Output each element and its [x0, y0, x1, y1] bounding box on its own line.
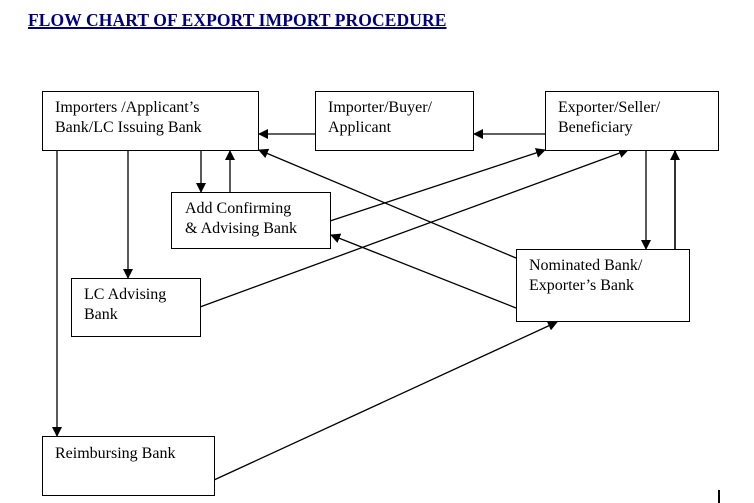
node-importer: Importer/Buyer/ Applicant [315, 91, 474, 151]
node-issuing-bank: Importers /Applicant’s Bank/LC Issuing B… [42, 91, 259, 151]
edge-reimbursing-to-nominated [213, 321, 558, 481]
node-lc-advising-bank-line2: Bank [84, 306, 118, 323]
node-reimbursing-bank-line1: Reimbursing Bank [55, 445, 176, 462]
node-exporter-line1: Exporter/Seller/ [558, 99, 661, 116]
text-cursor [718, 490, 720, 503]
node-confirming-bank: Add Confirming & Advising Bank [171, 192, 331, 249]
node-importer-line2: Applicant [328, 119, 392, 136]
node-nominated-bank-line1: Nominated Bank/ [529, 257, 643, 274]
edge-lc-advising-to-exporter [199, 148, 629, 308]
node-importer-line1: Importer/Buyer/ [328, 99, 432, 116]
edge-nominated-to-confirming [330, 233, 517, 309]
node-nominated-bank: Nominated Bank/ Exporter’s Bank [516, 249, 690, 322]
node-confirming-bank-line1: Add Confirming [185, 200, 292, 217]
node-issuing-bank-line2: Bank/LC Issuing Bank [55, 119, 202, 136]
node-exporter: Exporter/Seller/ Beneficiary [545, 91, 719, 151]
edge-confirming-to-exporter [329, 148, 546, 222]
node-nominated-bank-line2: Exporter’s Bank [529, 277, 635, 294]
node-lc-advising-bank-line1: LC Advising [84, 286, 167, 303]
node-reimbursing-bank: Reimbursing Bank [42, 436, 215, 496]
node-issuing-bank-line1: Importers /Applicant’s [55, 99, 200, 116]
node-lc-advising-bank: LC Advising Bank [71, 278, 201, 337]
node-exporter-line2: Beneficiary [558, 119, 633, 136]
node-confirming-bank-line2: & Advising Bank [185, 220, 298, 237]
diagram-title: FLOW CHART OF EXPORT IMPORT PROCEDURE [28, 10, 447, 30]
edge-nominated-to-issuing [258, 148, 517, 259]
